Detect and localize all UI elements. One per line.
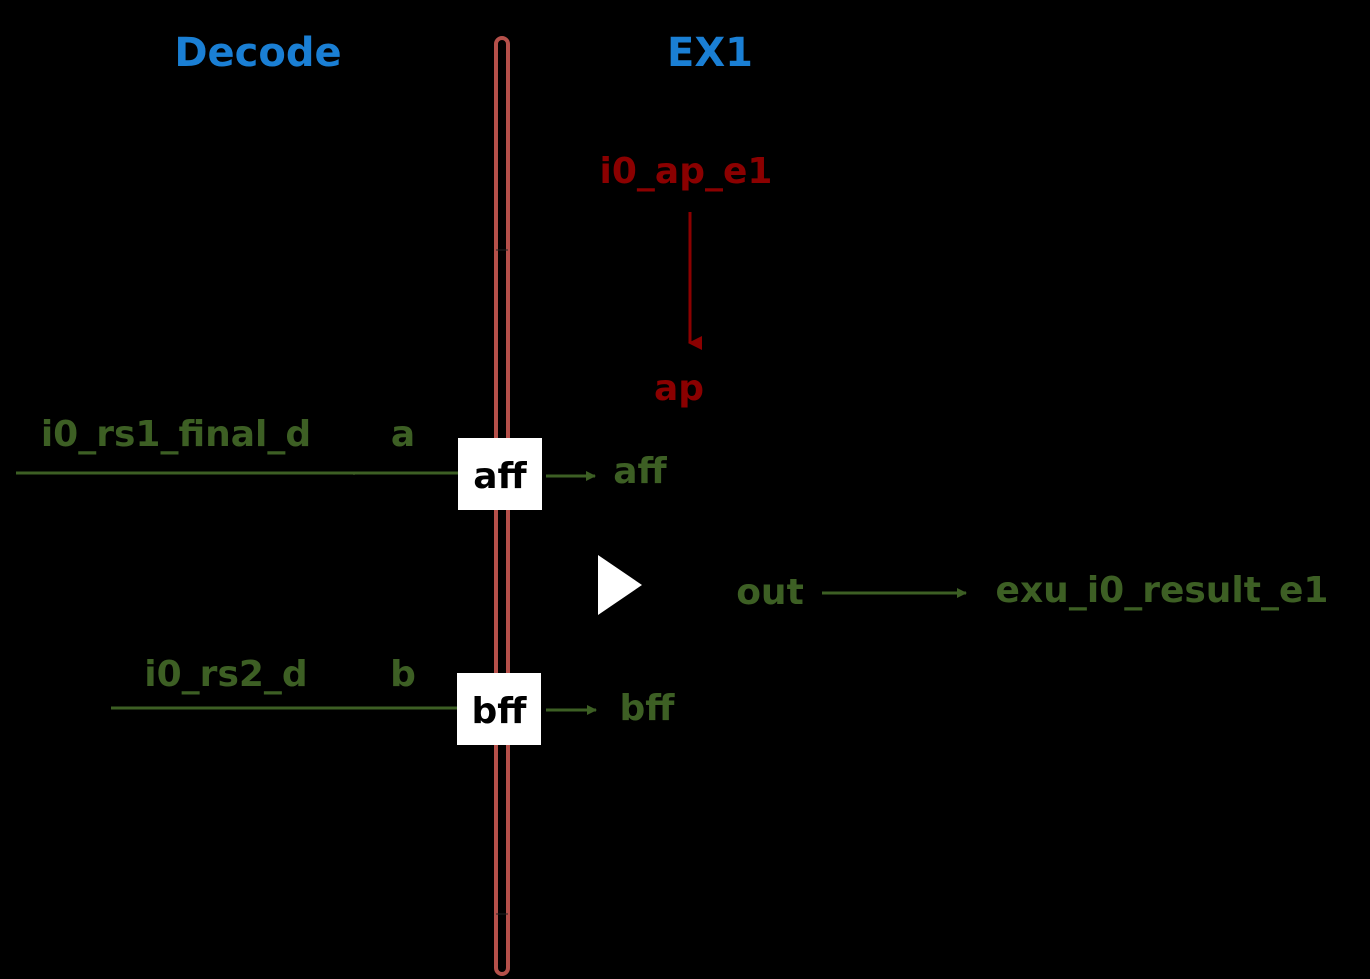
signal-exu-i0-result-e1: exu_i0_result_e1 <box>996 570 1329 611</box>
signal-ap: ap <box>654 368 704 409</box>
signal-i0-rs2-d: i0_rs2_d <box>144 654 307 695</box>
signal-bff: bff <box>620 688 676 729</box>
flop-aff-box <box>458 438 542 510</box>
flop-aff-label: aff <box>473 456 527 497</box>
signal-b: b <box>390 654 416 695</box>
flop-bff-box <box>457 673 541 745</box>
play-triangle-icon <box>598 555 642 615</box>
stage-label-ex1: EX1 <box>667 30 753 76</box>
stage-label-decode: Decode <box>174 30 341 76</box>
signal-a: a <box>391 414 415 455</box>
signal-aff: aff <box>613 451 667 492</box>
signal-i0-ap-e1: i0_ap_e1 <box>600 151 773 192</box>
signal-out: out <box>736 572 804 613</box>
signal-i0-rs1-final-d: i0_rs1_final_d <box>41 414 311 455</box>
flop-bff-label: bff <box>472 691 528 732</box>
